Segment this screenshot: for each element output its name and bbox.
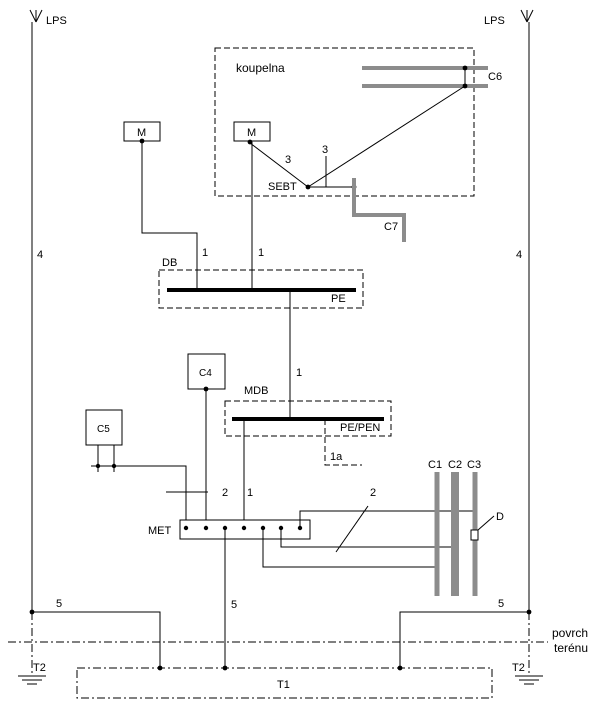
mdb-label: MDB (244, 385, 268, 397)
main-distribution-board: MDB PE/PEN 1a 1 (224, 385, 392, 528)
wire-number-db-m-right: 1 (258, 247, 264, 259)
motor-right: M 1 (233, 121, 271, 290)
t2-right-label: T2 (512, 662, 525, 674)
ground-label-2: terénu (554, 641, 588, 655)
ground-surface: povrch terénu (8, 626, 588, 655)
bathroom-label: koupelna (236, 61, 285, 75)
t1-label: T1 (277, 679, 290, 691)
earth-rod-right: T2 (512, 612, 543, 685)
c5-equipment: C5 2 (85, 409, 228, 528)
earth-rod-left: T2 (18, 612, 46, 685)
d-label: D (496, 511, 504, 523)
wire-number-lps-left: 4 (37, 249, 43, 261)
c7-pipe: C7 (352, 178, 406, 242)
lps-right: LPS 4 (484, 9, 534, 612)
service-pipes: C1 C2 C3 D (428, 459, 504, 596)
c3-label: C3 (467, 459, 481, 471)
db-label: DB (162, 257, 177, 269)
c1-label: C1 (428, 459, 442, 471)
wire-number-lps-right: 4 (516, 249, 522, 261)
motor-left: M 1 (123, 121, 208, 290)
c5-label: C5 (97, 424, 110, 435)
t2-left-label: T2 (33, 662, 46, 674)
earthing-connections: 5 5 (29, 598, 532, 671)
wire-number-sebt-vertical: 3 (322, 144, 328, 156)
lps-left: LPS 4 (29, 9, 67, 612)
c7-label: C7 (384, 221, 398, 233)
lps-left-label: LPS (46, 15, 67, 27)
wire-number-met-pipes: 2 (370, 487, 376, 499)
met-label: MET (148, 525, 172, 537)
wire-number-mdb-1a: 1a (330, 451, 343, 463)
wire-number-db-mdb: 1 (296, 367, 302, 379)
c2-label: C2 (448, 459, 462, 471)
wire-number-earth-middle: 5 (231, 599, 237, 611)
distribution-board: DB PE 1 (158, 257, 364, 420)
c4-equipment: C4 (187, 353, 226, 528)
main-earthing-terminal: MET 2 5 (148, 487, 478, 668)
wire-number-sebt-m: 3 (285, 154, 291, 166)
wire-number-db-m-left: 1 (202, 247, 208, 259)
ring-earth-electrode: T1 (76, 667, 493, 699)
wire-number-met-c5: 2 (222, 487, 228, 499)
wire-number-met-mdb: 1 (247, 487, 253, 499)
wire-number-earth-left: 5 (56, 598, 62, 610)
sebt-label: SEBT (268, 181, 297, 193)
db-pe-label: PE (331, 293, 346, 305)
motor-right-label: M (247, 127, 256, 139)
c4-label: C4 (199, 368, 212, 379)
bathroom-zone: koupelna C6 SEBT 3 3 (214, 47, 502, 197)
c6-label: C6 (488, 71, 502, 83)
motor-left-label: M (137, 127, 146, 139)
lps-right-label: LPS (484, 15, 505, 27)
wire-number-earth-right: 5 (498, 598, 504, 610)
mdb-pe-pen-label: PE/PEN (340, 422, 380, 434)
ground-label-1: povrch (552, 626, 588, 640)
